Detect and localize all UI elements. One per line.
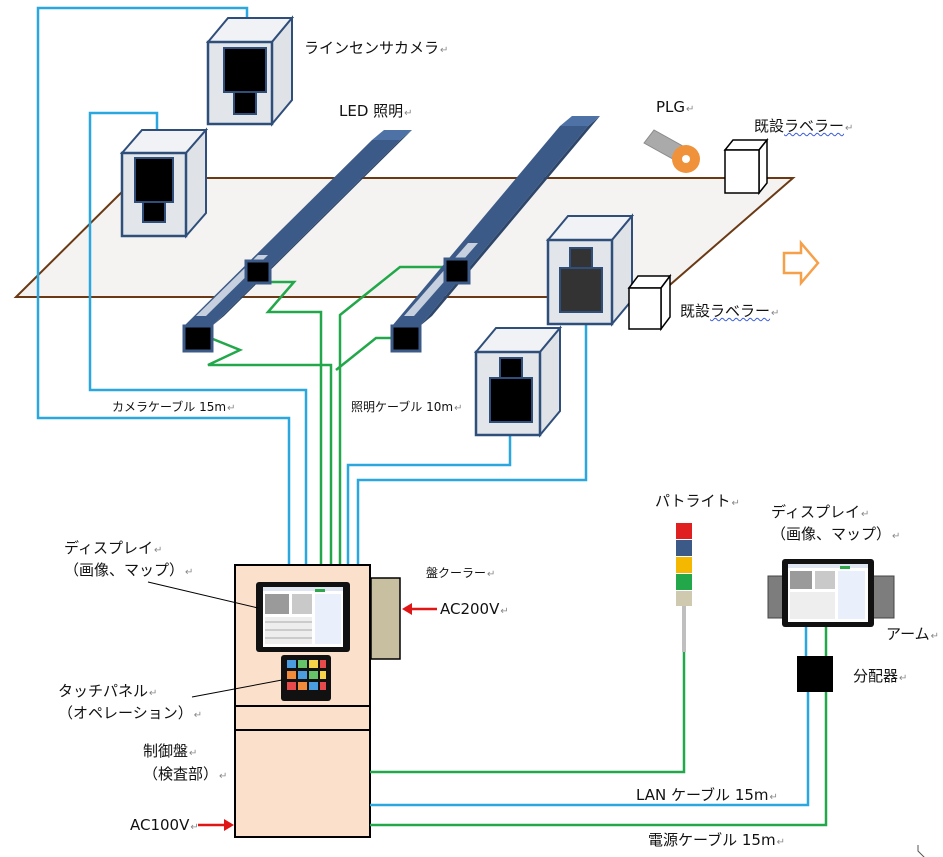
patlite-lamp-3	[676, 574, 692, 590]
light-cable-label: 照明ケーブル 10m↵	[351, 400, 463, 414]
led-bar-right	[390, 116, 600, 353]
distributor-label: 分配器↵	[853, 667, 908, 685]
labeler-mid-label: 既設ラベラー↵	[680, 302, 780, 320]
patlite-tower	[676, 523, 692, 652]
line-camera-label: ラインセンサカメラ↵	[304, 39, 449, 57]
line-sensor-camera-under-plane	[545, 213, 635, 327]
patlite-lamp-1	[676, 540, 692, 556]
plg-label: PLG↵	[656, 98, 695, 116]
ac100-red-arrow	[198, 819, 234, 831]
line-sensor-camera-top	[205, 15, 295, 127]
labeler-box-mid	[627, 273, 672, 332]
ac100-label: AC100V↵	[130, 816, 199, 834]
display-left-label: ディスプレイ↵（画像、マップ）↵	[64, 539, 194, 579]
plg-encoder-icon	[643, 129, 700, 173]
patlite-lamp-2	[676, 557, 692, 573]
led-label: LED 照明↵	[339, 102, 413, 120]
labeler-top-label: 既設ラベラー↵	[754, 117, 854, 135]
corner-mark	[917, 845, 925, 857]
distributor-box	[797, 656, 833, 692]
remote-display	[767, 559, 895, 627]
flow-direction-arrow	[782, 239, 820, 287]
camera-cable-label: カメラケーブル 15m↵	[112, 400, 236, 414]
control-panel-label: 制御盤↵（検査部）↵	[143, 742, 228, 783]
ac200-label: AC200V↵	[440, 600, 509, 618]
display-callout-line	[147, 581, 259, 609]
control-cabinet	[234, 564, 371, 838]
power-cable-label: 電源ケーブル 15m↵	[648, 831, 785, 849]
touch-panel-label: タッチパネル↵（オペレーション）↵	[58, 682, 203, 722]
cooler-label: 盤クーラー↵	[426, 566, 496, 580]
patlite-label: パトライト↵	[655, 492, 740, 510]
led-bar-left	[182, 130, 412, 353]
bottom-cables	[370, 627, 828, 827]
patlite-lamp-0	[676, 523, 692, 539]
camera-cables	[36, 6, 588, 565]
display-right-label: ディスプレイ↵（画像、マップ）↵	[771, 503, 901, 543]
patlite-lamp-4	[676, 591, 692, 606]
arm-label: アーム↵	[886, 625, 940, 643]
labeler-box-top	[723, 137, 769, 196]
lan-cable-label: LAN ケーブル 15m↵	[636, 786, 778, 804]
line-sensor-camera-bottom	[473, 325, 563, 438]
line-sensor-camera-left	[119, 127, 209, 239]
panel-cooler	[370, 577, 401, 660]
touch-callout-line	[191, 679, 283, 698]
ac200-red-arrow	[402, 603, 437, 615]
